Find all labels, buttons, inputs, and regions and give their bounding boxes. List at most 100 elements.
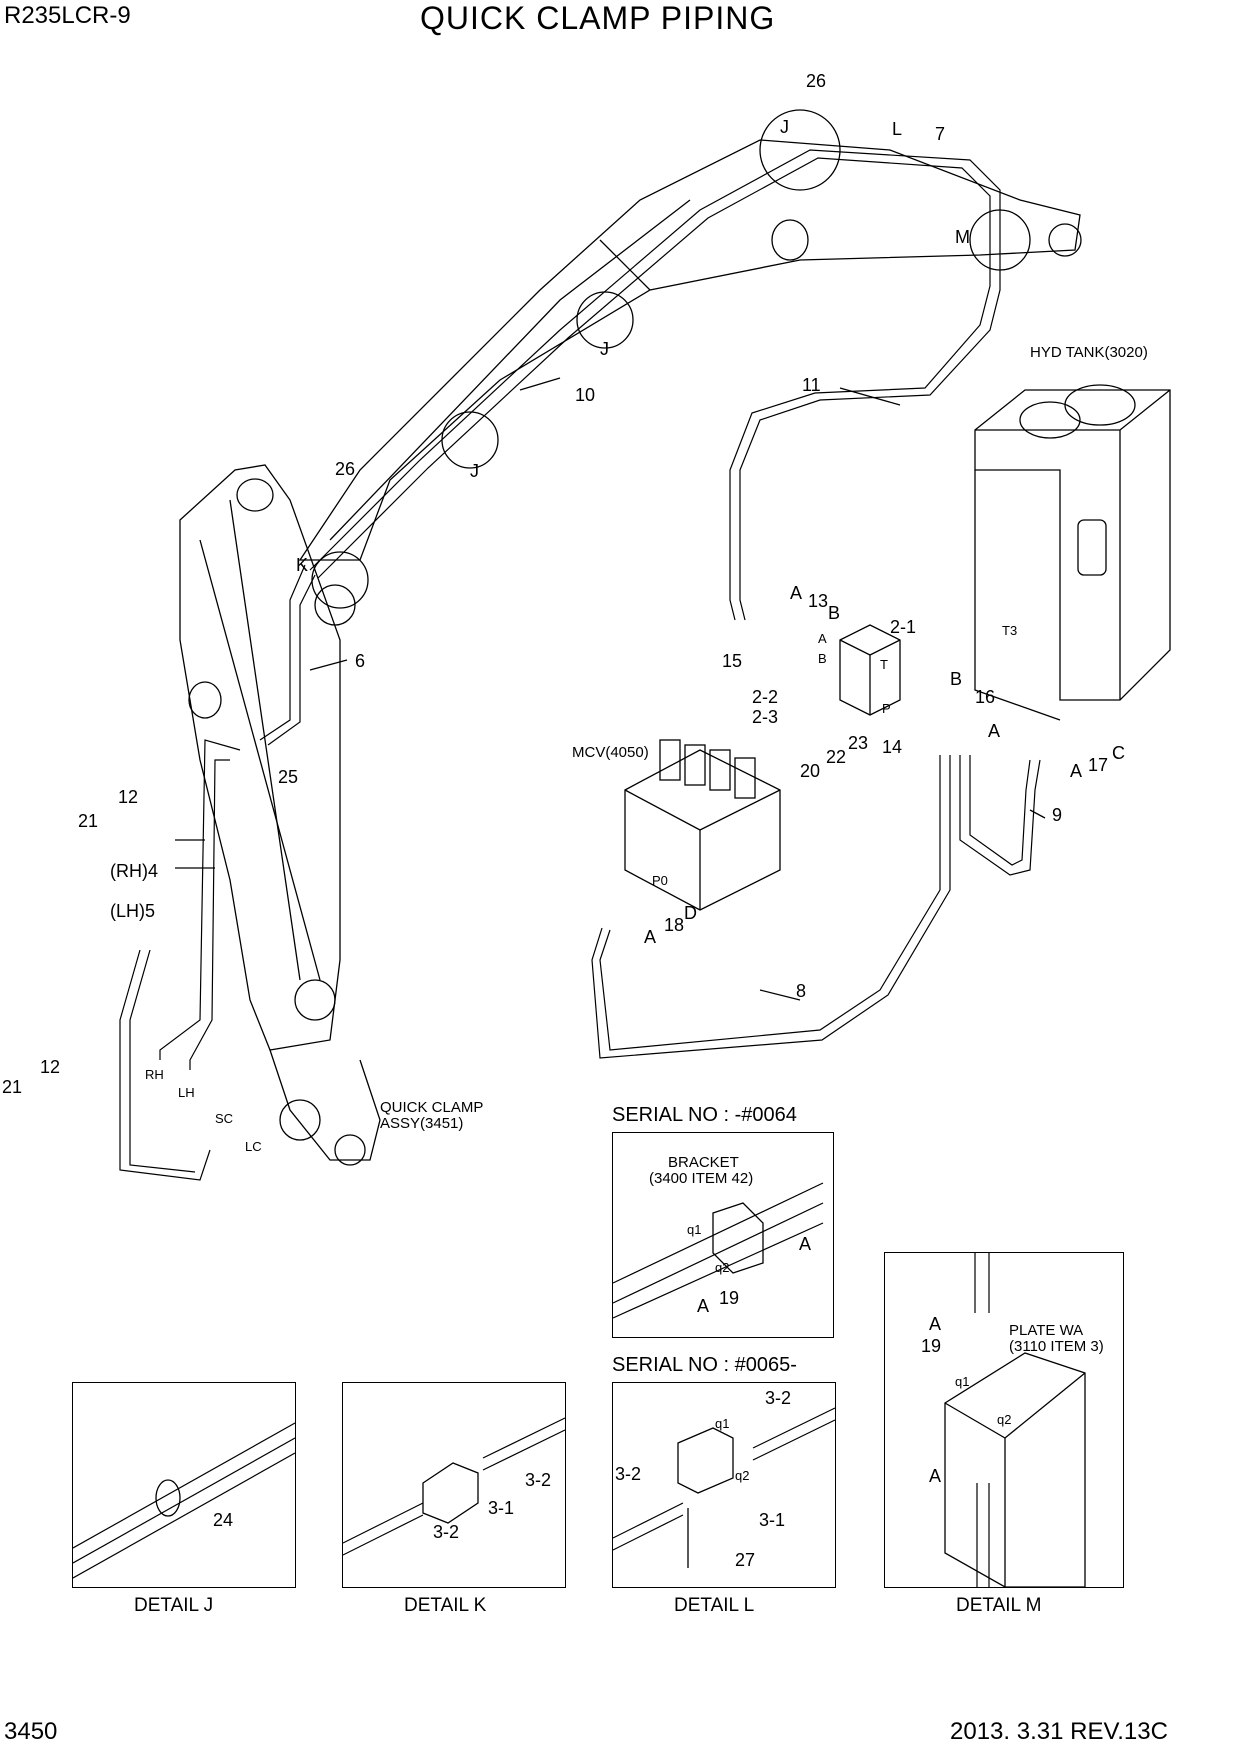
boom-pipes (259, 149, 1001, 746)
callout-17: 17 (1088, 755, 1109, 775)
l-q2: q2 (735, 1468, 750, 1483)
detail-l-label: DETAIL L (674, 1595, 755, 1616)
m-q1: q1 (955, 1374, 970, 1389)
page-title: QUICK CLAMP PIPING (420, 0, 776, 36)
callout-j3: J (470, 461, 479, 481)
u-a: A (799, 1234, 812, 1254)
serial-upper-panel: BRACKET (3400 ITEM 42) q1 q2 A 19 A (612, 1132, 834, 1338)
u-q1: q1 (687, 1222, 702, 1237)
valve-block (839, 624, 901, 716)
detail-j-panel: 24 (72, 1382, 296, 1588)
u-q2: q2 (715, 1260, 730, 1275)
u-19: 19 (719, 1288, 740, 1308)
j-24: 24 (213, 1510, 234, 1530)
m-19: 19 (921, 1336, 942, 1356)
detail-l-panel: q1 q2 3-2 3-2 3-1 27 (612, 1382, 836, 1588)
callout-13: 13 (808, 591, 829, 611)
callout-16: 16 (975, 687, 996, 707)
callout-lc: LC (245, 1139, 262, 1154)
callout-12a: 12 (118, 787, 139, 807)
boom-outline (298, 139, 1082, 626)
callout-11: 11 (802, 375, 821, 395)
serial-upper: SERIAL NO : -#0064 (612, 1104, 797, 1126)
callout-c: C (1112, 743, 1125, 763)
m-a2: A (929, 1466, 942, 1486)
hyd-tank (974, 384, 1171, 721)
callout-21a: 21 (78, 811, 99, 831)
callout-a3: A (1070, 761, 1083, 781)
callout-15: 15 (722, 651, 743, 671)
callout-j1: J (780, 117, 789, 137)
detail-k-label: DETAIL K (404, 1595, 487, 1616)
l-3-1: 3-1 (759, 1510, 786, 1530)
callout-sc: SC (215, 1111, 234, 1126)
detail-m-panel: PLATE WA (3110 ITEM 3) A 19 q1 q2 A (884, 1252, 1124, 1588)
port-p0: P0 (652, 873, 668, 888)
detail-k-drawing (343, 1417, 566, 1556)
quick-clamp-label-2: ASSY(3451) (380, 1115, 464, 1132)
detail-j-drawing (73, 1422, 296, 1579)
callout-7: 7 (935, 124, 946, 144)
callout-2-1: 2-1 (890, 617, 917, 637)
bracket-label-1: BRACKET (668, 1154, 739, 1171)
l-q1: q1 (715, 1416, 730, 1431)
hoses-8-9 (591, 755, 1041, 1059)
callout-12b: 12 (40, 1057, 61, 1077)
callout-b2: B (950, 669, 963, 689)
mcv-label: MCV(4050) (572, 744, 649, 761)
callout-rh: RH (145, 1067, 164, 1082)
arm-outline (179, 464, 381, 1166)
callout-a1: A (790, 583, 803, 603)
detail-circles (311, 109, 1031, 609)
leader-lines (175, 377, 1046, 1001)
revision-date: 2013. 3.31 REV.13C (950, 1718, 1168, 1745)
callout-25: 25 (278, 767, 299, 787)
k-3-2a: 3-2 (525, 1470, 552, 1490)
callout-j2: J (600, 339, 609, 359)
callout-22: 22 (826, 747, 847, 767)
callout-21b: 21 (2, 1077, 23, 1097)
m-a1: A (929, 1314, 942, 1334)
u-a2: A (697, 1296, 710, 1316)
port-b: B (818, 651, 827, 666)
detail-k-panel: 3-2 3-1 3-2 (342, 1382, 566, 1588)
callout-2-2: 2-2 (752, 687, 779, 707)
model-number: R235LCR-9 (4, 2, 131, 29)
port-a: A (818, 631, 827, 646)
arm-hoses (119, 739, 241, 1181)
m-q2: q2 (997, 1412, 1012, 1427)
callout-26b: 26 (335, 459, 356, 479)
callout-a2: A (988, 721, 1001, 741)
callout-10: 10 (575, 385, 596, 405)
plate-label-2: (3110 ITEM 3) (1009, 1338, 1104, 1355)
k-3-1: 3-1 (488, 1498, 515, 1518)
callout-6: 6 (355, 651, 366, 671)
callout-14: 14 (882, 737, 903, 757)
callout-a4: A (644, 927, 657, 947)
port-p: P (882, 701, 891, 716)
k-3-2b: 3-2 (433, 1522, 460, 1542)
l-3-2b: 3-2 (615, 1464, 642, 1484)
l-27: 27 (735, 1550, 756, 1570)
callout-l: L (892, 119, 903, 139)
port-t3: T3 (1002, 623, 1018, 638)
callout-8: 8 (796, 981, 807, 1001)
detail-m-drawing (944, 1253, 1086, 1588)
callout-d: D (684, 903, 697, 923)
serial-lower: SERIAL NO : #0065- (612, 1354, 797, 1376)
callout-lh5: (LH)5 (110, 901, 156, 921)
callout-23: 23 (848, 733, 869, 753)
callout-m: M (955, 227, 970, 247)
callout-20: 20 (800, 761, 821, 781)
plate-label-1: PLATE WA (1009, 1322, 1084, 1339)
bracket-label-2: (3400 ITEM 42) (649, 1170, 754, 1187)
detail-j-label: DETAIL J (134, 1595, 214, 1616)
callout-9: 9 (1052, 805, 1063, 825)
page-number: 3450 (4, 1718, 58, 1745)
port-t: T (880, 657, 888, 672)
hyd-tank-label: HYD TANK(3020) (1030, 344, 1148, 361)
callout-lh: LH (178, 1085, 195, 1100)
bracket-drawing (613, 1182, 824, 1319)
callout-2-3: 2-3 (752, 707, 779, 727)
